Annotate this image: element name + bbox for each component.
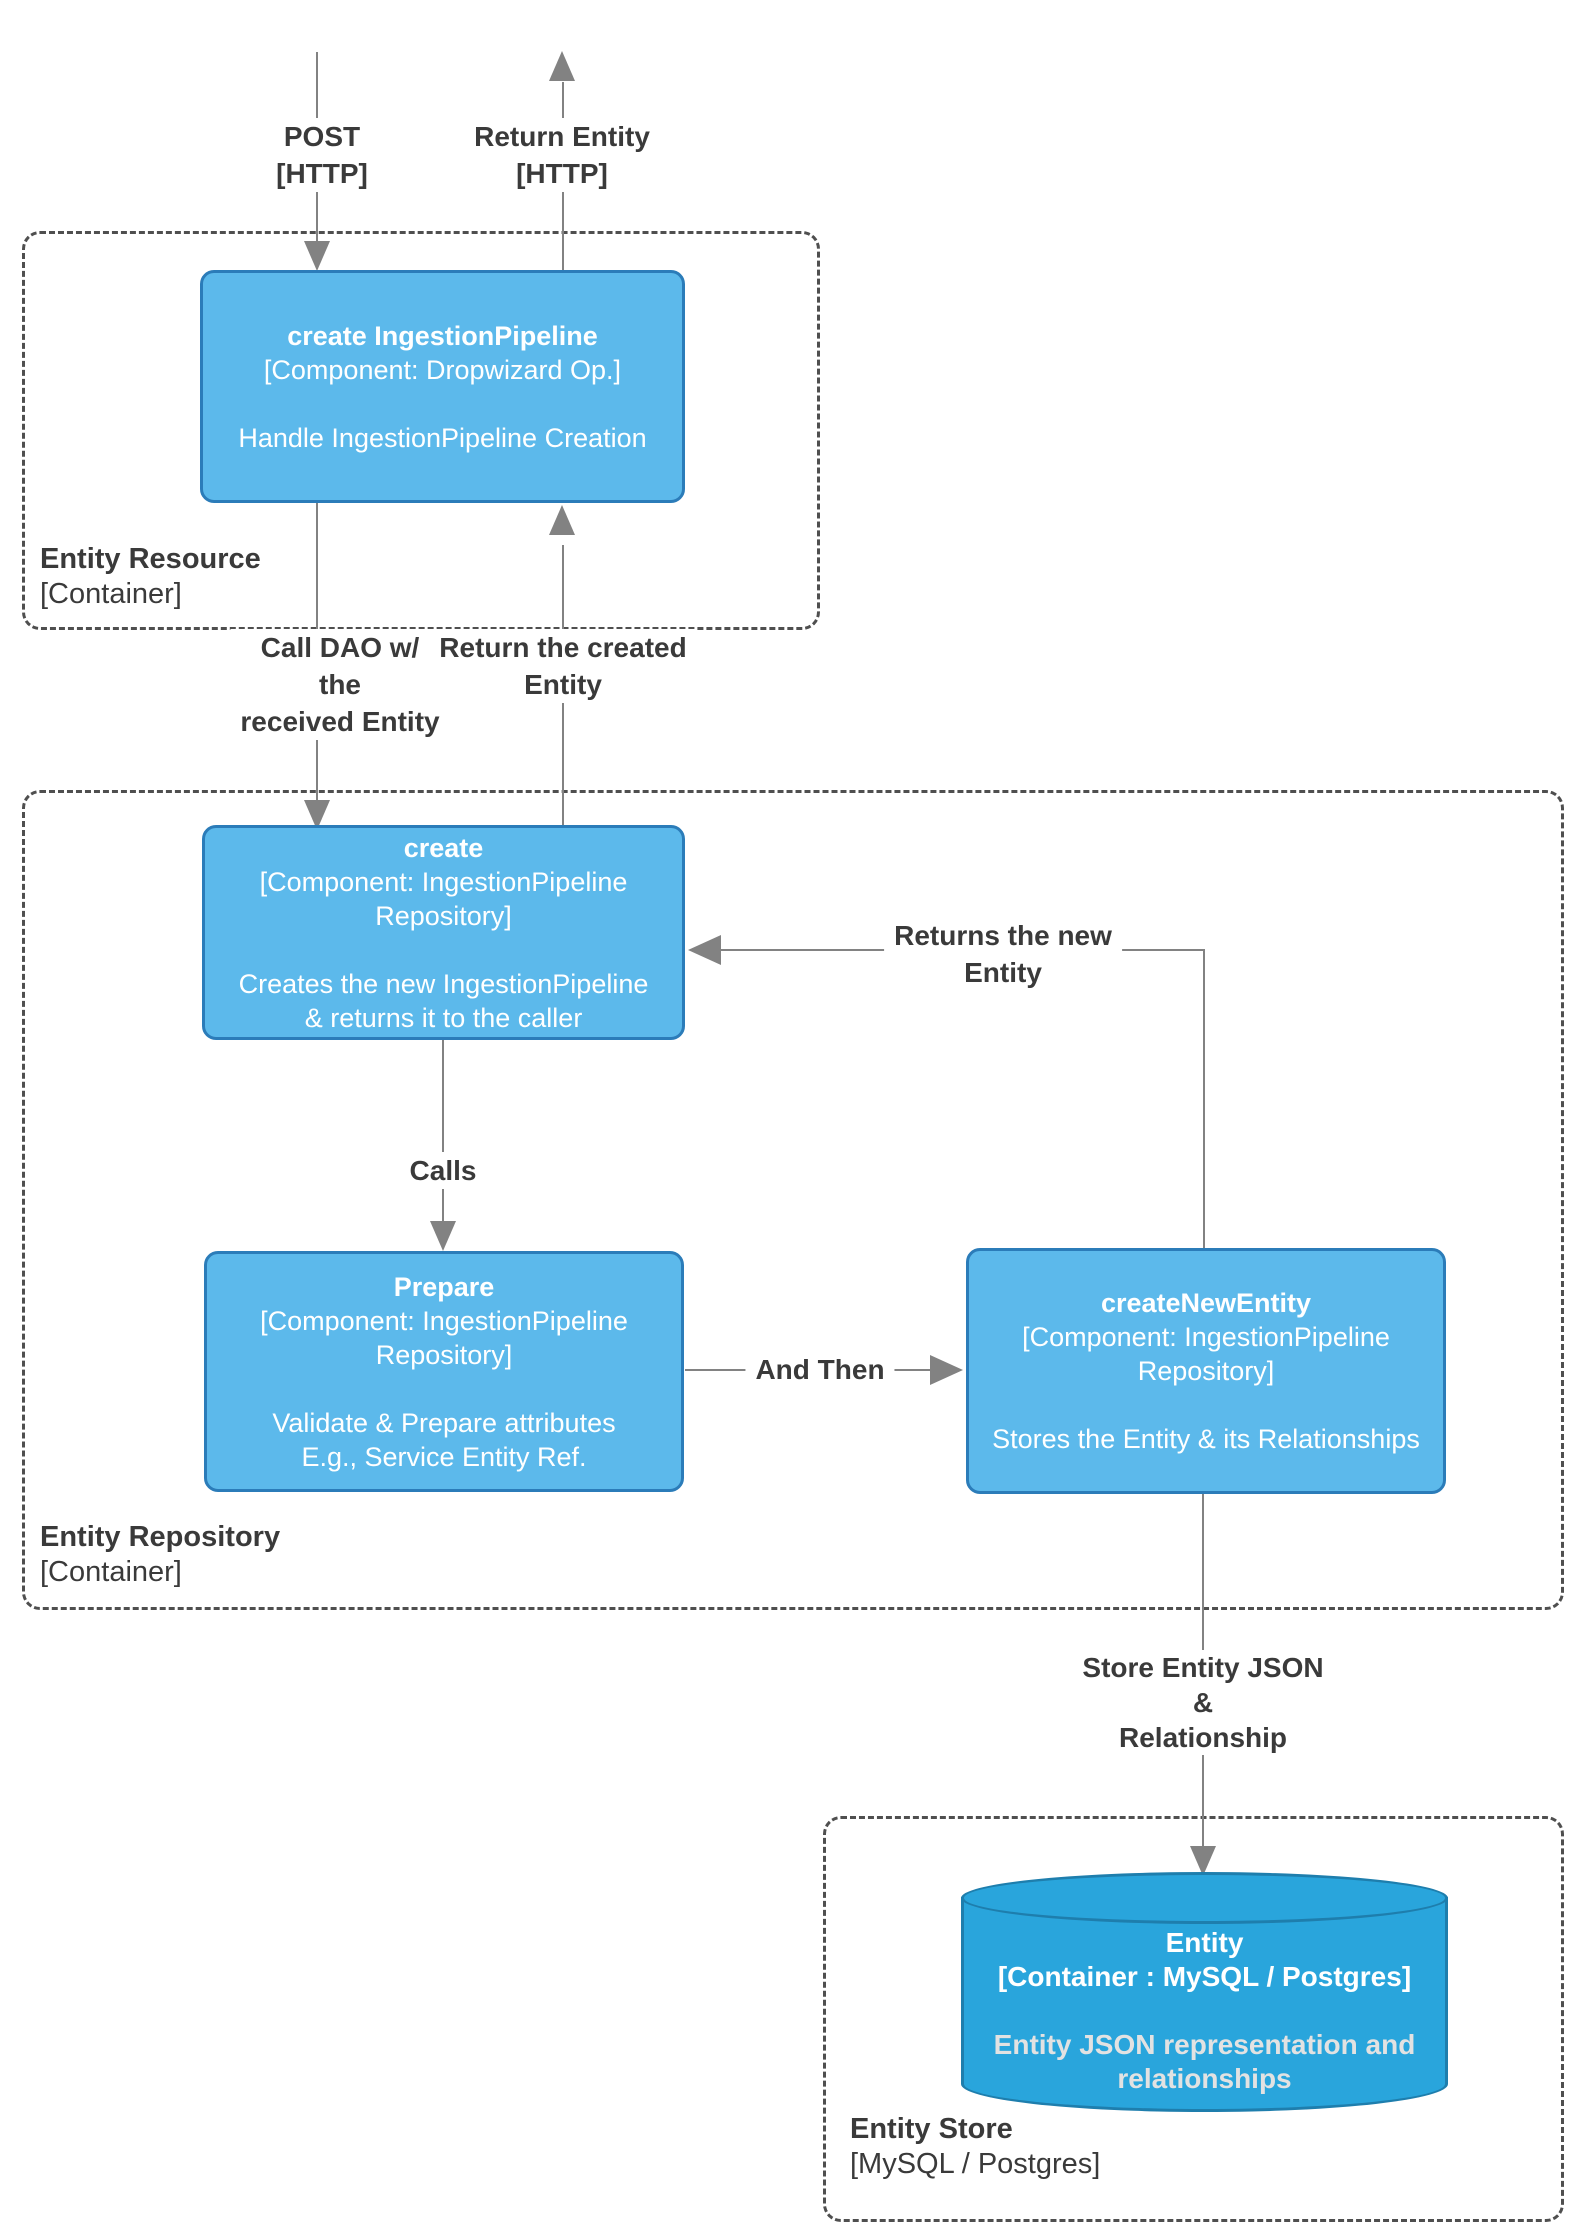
returns-new-entity-arrowhead-icon: [688, 935, 721, 965]
return-created-label: Return the created Entity: [429, 629, 697, 703]
calls-label: Calls: [399, 1152, 487, 1189]
calls-arrowhead-icon: [430, 1221, 456, 1251]
label-line: [HTTP]: [516, 158, 608, 189]
label-line: POST: [283, 121, 361, 152]
post-label: POST [HTTP]: [266, 118, 378, 192]
box-description: Handle IngestionPipeline Creation: [238, 422, 647, 453]
label-line: Return Entity: [474, 121, 650, 152]
and-then-arrowhead-icon: [930, 1355, 963, 1385]
returns-new-entity-vline: [1203, 949, 1205, 1249]
post-arrowhead-icon: [304, 241, 330, 271]
box-subtitle: Repository]: [375, 1339, 513, 1370]
box-description: Creates the new IngestionPipeline: [238, 968, 649, 999]
label-line: Calls: [409, 1155, 477, 1186]
return-entity-arrowhead-icon: [549, 51, 575, 81]
box-description: Stores the Entity & its Relationships: [992, 1424, 1420, 1454]
box-description: Validate & Prepare attributes: [272, 1407, 616, 1438]
entity-repository-label: Entity Repository [Container]: [40, 1520, 280, 1590]
label-line: Entity: [964, 957, 1042, 988]
box-spacer: [205, 933, 682, 967]
container-subtitle: [MySQL / Postgres]: [850, 2148, 1101, 2180]
cylinder-subtitle: [Container : MySQL / Postgres]: [997, 1961, 1412, 1992]
box-subtitle: [Component: IngestionPipeline: [260, 1305, 628, 1336]
label-line: Relationship: [1118, 1722, 1288, 1753]
entity-store-container: [823, 1816, 1564, 2222]
box-description: E.g., Service Entity Ref.: [301, 1441, 587, 1472]
container-title: Entity Store: [850, 2113, 1013, 2145]
container-subtitle: [Container]: [40, 578, 182, 610]
label-line: Entity: [524, 669, 602, 700]
call-dao-label: Call DAO w/ the received Entity: [230, 629, 450, 740]
label-line: Store Entity JSON: [1082, 1652, 1324, 1683]
prepare-box: Prepare [Component: IngestionPipeline Re…: [204, 1251, 684, 1492]
label-line: [HTTP]: [276, 158, 368, 189]
cylinder-title: Entity: [1165, 1927, 1244, 1958]
label-line: And Then: [755, 1354, 885, 1385]
box-spacer: [207, 1372, 681, 1406]
cylinder-spacer: [961, 1994, 1448, 2028]
box-title: create IngestionPipeline: [287, 320, 598, 351]
label-line: &: [1192, 1687, 1214, 1718]
returns-new-entity-label: Returns the new Entity: [884, 917, 1122, 991]
entity-database-cylinder: [961, 1897, 1448, 2112]
cylinder-description: relationships: [1117, 2063, 1292, 2094]
box-subtitle: [Component: IngestionPipeline: [259, 866, 628, 897]
box-spacer: [203, 387, 682, 421]
return-created-arrowhead-icon: [549, 505, 575, 535]
label-line: Call DAO w/: [260, 632, 420, 663]
create-ingestionpipeline-box: create IngestionPipeline [Component: Dro…: [200, 270, 685, 503]
entity-database-cylinder-top: [961, 1872, 1448, 1924]
box-title: Prepare: [393, 1271, 495, 1302]
label-line: Returns the new: [894, 920, 1112, 951]
container-title: Entity Repository: [40, 1521, 281, 1553]
label-line: the: [318, 669, 361, 700]
entity-store-label: Entity Store [MySQL / Postgres]: [850, 2112, 1100, 2182]
create-new-entity-box: createNewEntity [Component: IngestionPip…: [966, 1248, 1446, 1494]
box-spacer: [969, 1388, 1443, 1422]
box-subtitle: [Component: Dropwizard Op.]: [263, 354, 622, 385]
and-then-label: And Then: [745, 1351, 895, 1388]
store-entity-label: Store Entity JSON & Relationship: [1072, 1650, 1334, 1755]
entity-repository-container: [22, 790, 1564, 1610]
box-title: createNewEntity: [1100, 1288, 1312, 1318]
calls-arrow-line: [442, 1040, 444, 1224]
box-title: create: [403, 832, 484, 863]
box-description: & returns it to the caller: [304, 1002, 583, 1033]
create-box: create [Component: IngestionPipeline Rep…: [202, 825, 685, 1040]
box-subtitle: Repository]: [375, 900, 512, 931]
return-entity-label: Return Entity [HTTP]: [464, 118, 660, 192]
cylinder-description: Entity JSON representation and: [993, 2029, 1416, 2060]
label-line: received Entity: [240, 706, 440, 737]
entity-resource-container: [22, 231, 820, 630]
box-subtitle: Repository]: [1137, 1356, 1275, 1386]
container-subtitle: [Container]: [40, 1556, 182, 1588]
box-subtitle: [Component: IngestionPipeline: [1022, 1322, 1390, 1352]
container-title: Entity Resource: [40, 543, 261, 575]
label-line: Return the created: [439, 632, 687, 663]
store-entity-arrowhead-icon: [1190, 1846, 1216, 1876]
entity-database-text: Entity [Container : MySQL / Postgres] En…: [961, 1926, 1448, 2096]
entity-resource-label: Entity Resource [Container]: [40, 542, 261, 612]
